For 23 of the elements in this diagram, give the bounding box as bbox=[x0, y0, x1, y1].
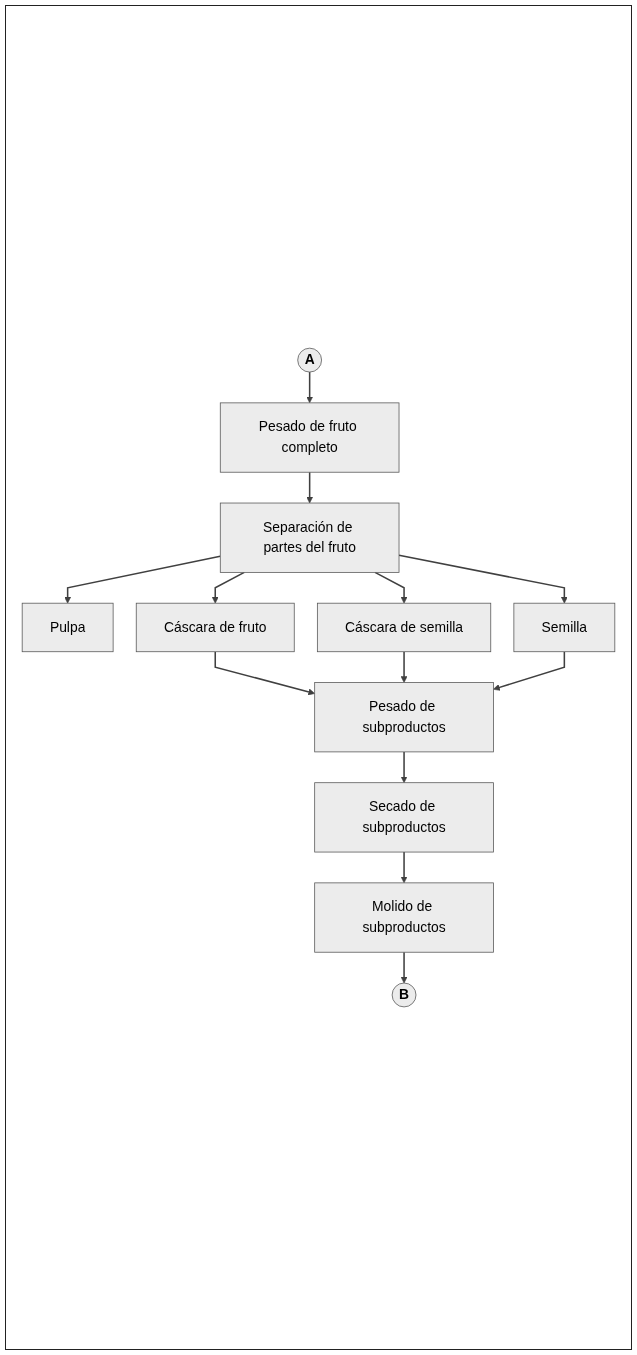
arrow bbox=[374, 571, 408, 604]
node-circle: B bbox=[391, 982, 417, 1008]
node-box: Pulpa bbox=[21, 602, 114, 653]
node-box: Semilla bbox=[513, 602, 616, 653]
node-box: Secado de subproductos bbox=[314, 782, 494, 853]
arrow bbox=[493, 650, 566, 691]
arrow bbox=[398, 554, 568, 604]
arrow bbox=[400, 851, 408, 884]
node-box: Molido de subproductos bbox=[314, 882, 494, 953]
node-circle: A bbox=[297, 347, 322, 373]
arrow bbox=[211, 571, 246, 604]
node-box: Pesado de fruto completo bbox=[219, 402, 400, 473]
node-box: Cáscara de semilla bbox=[316, 602, 492, 653]
arrow bbox=[306, 471, 314, 504]
node-box: Separación de partes del fruto bbox=[219, 502, 400, 573]
node-box: Pesado de subproductos bbox=[314, 682, 494, 753]
arrow bbox=[306, 371, 314, 404]
arrow bbox=[400, 951, 408, 984]
arrow bbox=[214, 650, 315, 696]
arrow bbox=[64, 555, 222, 604]
arrow bbox=[400, 751, 408, 783]
arrow bbox=[400, 650, 408, 683]
node-box: Cáscara de fruto bbox=[135, 602, 295, 653]
